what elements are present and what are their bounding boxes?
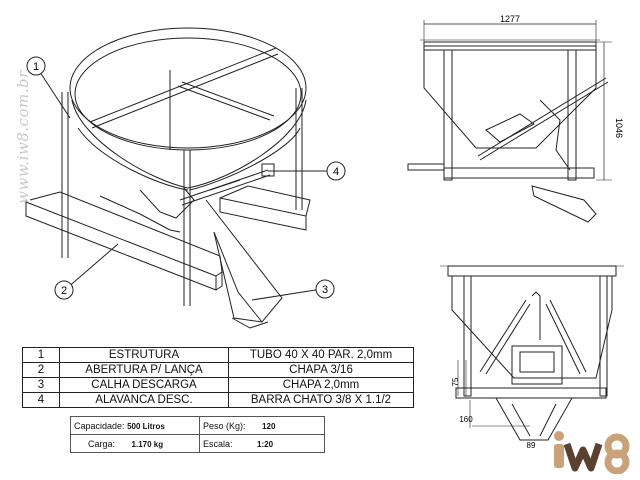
spec-load: Carga: 1.170 kg bbox=[70, 434, 200, 453]
parts-list: 1 ESTRUTURA TUBO 40 X 40 PAR. 2,0mm 2 AB… bbox=[22, 347, 414, 408]
spec-scale: Escala: 1:20 bbox=[199, 434, 325, 453]
balloon-1: 1 bbox=[26, 56, 46, 76]
svg-text:4: 4 bbox=[333, 166, 339, 178]
balloon-2: 2 bbox=[54, 280, 74, 300]
table-row: Carga: 1.170 kg Escala: 1:20 bbox=[70, 434, 325, 453]
iw8-logo bbox=[554, 431, 630, 474]
svg-text:89: 89 bbox=[527, 441, 536, 450]
table-row: Capacidade: 500 Litros Peso (Kg): 120 bbox=[70, 416, 325, 435]
spec-capacity: Capacidade: 500 Litros bbox=[70, 416, 200, 435]
table-row: 3 CALHA DESCARGA CHAPA 2,0mm bbox=[22, 377, 414, 393]
svg-text:1277: 1277 bbox=[500, 14, 520, 24]
balloon-3: 3 bbox=[315, 279, 335, 299]
table-row: 1 ESTRUTURA TUBO 40 X 40 PAR. 2,0mm bbox=[22, 347, 414, 363]
spec-weight: Peso (Kg): 120 bbox=[199, 416, 325, 435]
svg-text:75: 75 bbox=[451, 377, 460, 386]
svg-text:2: 2 bbox=[61, 285, 67, 297]
table-row: 2 ABERTURA P/ LANÇA CHAPA 3/16 bbox=[22, 362, 414, 378]
svg-text:1046: 1046 bbox=[614, 118, 624, 138]
balloon-4: 4 bbox=[326, 161, 346, 181]
svg-text:3: 3 bbox=[322, 284, 328, 296]
svg-text:1: 1 bbox=[33, 61, 39, 73]
table-row: 4 ALAVANCA DESC. BARRA CHATO 3/8 X 1.1/2 bbox=[22, 392, 414, 408]
svg-text:160: 160 bbox=[459, 415, 473, 424]
spec-table: Capacidade: 500 Litros Peso (Kg): 120 Ca… bbox=[70, 416, 325, 453]
